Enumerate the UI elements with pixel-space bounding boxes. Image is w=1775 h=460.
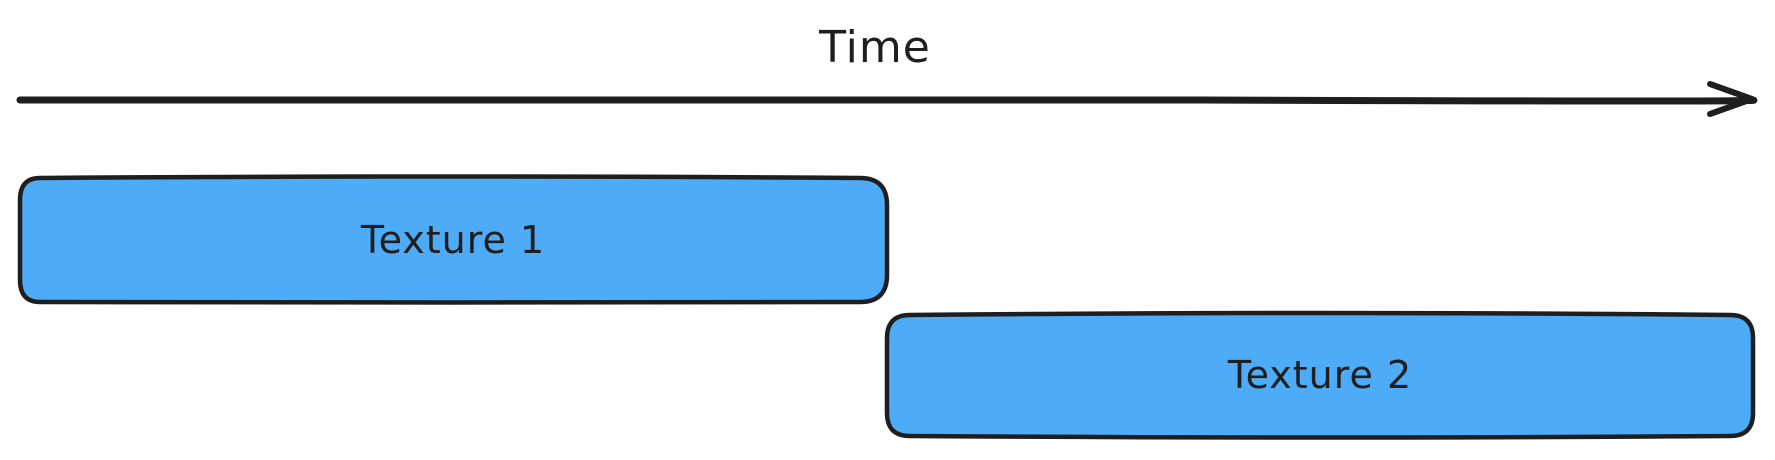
arrow-head-icon xyxy=(1707,81,1755,117)
texture-1-box xyxy=(17,174,890,305)
texture-1-label: Texture 1 xyxy=(360,218,545,262)
texture-1-block: Texture 1 xyxy=(17,174,890,305)
texture-2-block: Texture 2 xyxy=(884,310,1756,440)
texture-2-label: Texture 2 xyxy=(1227,353,1412,397)
time-axis-label: Time xyxy=(818,22,931,73)
time-axis-line xyxy=(16,95,1758,105)
time-axis-arrow xyxy=(16,81,1758,117)
texture-2-box xyxy=(884,310,1756,440)
